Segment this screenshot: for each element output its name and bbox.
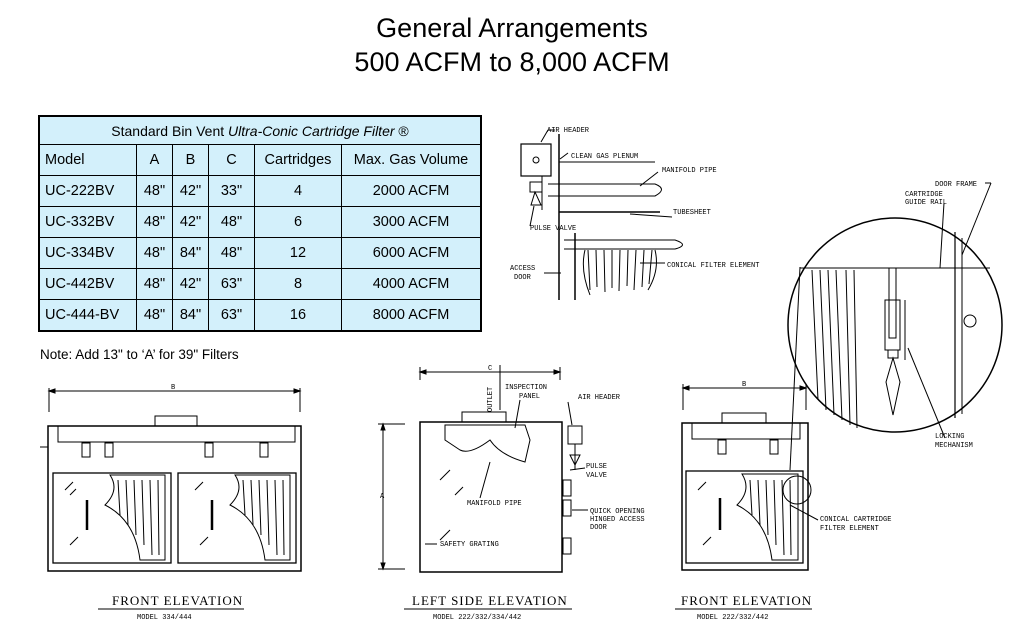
label-tubesheet: TUBESHEET — [673, 209, 711, 217]
header-c: C — [208, 144, 255, 176]
label-door: DOOR — [590, 524, 608, 532]
page-subtitle: 500 ACFM to 8,000 ACFM — [354, 47, 670, 77]
zoom-marker — [782, 475, 812, 505]
caption-italic: Ultra-Conic Cartridge Filter — [228, 122, 395, 139]
cell-a: 48" — [136, 237, 173, 269]
front-elevation-left-drawing — [40, 388, 302, 572]
label-valve: VALVE — [586, 472, 607, 480]
label-inspection: INSPECTION — [505, 384, 547, 392]
cell-c: 63" — [208, 299, 255, 332]
cell-cartridges: 6 — [254, 206, 342, 238]
label-mechanism: MECHANISM — [935, 442, 973, 450]
header-model: Model — [38, 144, 137, 176]
caption-front-left: FRONT ELEVATION — [112, 593, 243, 608]
model-side: MODEL 222/332/334/442 — [433, 614, 521, 622]
cell-b: 84" — [172, 299, 209, 332]
label-conical-filter-element: CONICAL FILTER ELEMENT — [667, 262, 759, 270]
cell-cartridges: 12 — [254, 237, 342, 269]
cell-cartridges: 8 — [254, 268, 342, 300]
cell-gas-volume: 8000 ACFM — [341, 299, 482, 332]
cell-gas-volume: 2000 ACFM — [341, 175, 482, 207]
label-air-header: AIR HEADER — [547, 127, 590, 135]
label-manifold-pipe: MANIFOLD PIPE — [662, 167, 717, 175]
header-gas-volume: Max. Gas Volume — [341, 144, 482, 176]
label-cartridge: CARTRIDGE — [905, 191, 943, 199]
label-locking: LOCKING — [935, 433, 964, 441]
label-door: DOOR — [514, 274, 532, 282]
label-hinged-access: HINGED ACCESS — [590, 516, 645, 524]
header-b: B — [172, 144, 209, 176]
label-filter-element: FILTER ELEMENT — [820, 525, 879, 533]
dim-c: C — [488, 365, 492, 373]
label-side-manifold-pipe: MANIFOLD PIPE — [467, 500, 522, 508]
front-elevation-right-drawing — [681, 384, 809, 571]
cell-model: UC-442BV — [38, 268, 137, 300]
table-header-row: Model A B C Cartridges Max. Gas Volume — [38, 144, 482, 176]
cell-c: 33" — [208, 175, 255, 207]
caption-side: LEFT SIDE ELEVATION — [412, 593, 568, 608]
label-safety-grating: SAFETY GRATING — [440, 541, 499, 549]
cell-model: UC-332BV — [38, 206, 137, 238]
cell-cartridges: 4 — [254, 175, 342, 207]
header-a: A — [136, 144, 173, 176]
locking-detail-drawing — [787, 182, 1003, 521]
filter-note: Note: Add 13" to ‘A’ for 39" Filters — [40, 347, 239, 362]
dim-b-left: B — [171, 384, 175, 392]
model-front-right: MODEL 222/332/442 — [697, 614, 768, 622]
header-cartridges: Cartridges — [254, 144, 342, 176]
left-side-elevation-drawing — [378, 365, 588, 573]
cell-gas-volume: 6000 ACFM — [341, 237, 482, 269]
model-front-left: MODEL 334/444 — [137, 614, 192, 622]
header-detail-drawing — [520, 129, 683, 300]
caption-suffix: ® — [394, 122, 409, 139]
label-side-air-header: AIR HEADER — [578, 394, 621, 402]
label-door-frame: DOOR FRAME — [935, 181, 977, 189]
cell-a: 48" — [136, 175, 173, 207]
page-title: General Arrangements — [376, 13, 648, 43]
label-pulse-valve: PULSE VALVE — [530, 225, 576, 233]
label-guide-rail: GUIDE RAIL — [905, 199, 947, 207]
cell-model: UC-334BV — [38, 237, 137, 269]
label-outlet: OUTLET — [487, 387, 495, 412]
cell-gas-volume: 3000 ACFM — [341, 206, 482, 238]
cell-model: UC-222BV — [38, 175, 137, 207]
dim-a: A — [380, 493, 385, 501]
label-pulse: PULSE — [586, 463, 607, 471]
caption-front-right: FRONT ELEVATION — [681, 593, 812, 608]
cell-gas-volume: 4000 ACFM — [341, 268, 482, 300]
label-clean-gas-plenum: CLEAN GAS PLENUM — [571, 153, 638, 161]
spec-table: Standard Bin Vent Ultra-Conic Cartridge … — [38, 115, 482, 332]
label-panel: PANEL — [519, 393, 540, 401]
caption-prefix: Standard Bin Vent — [111, 122, 229, 139]
dim-b-right: B — [742, 381, 746, 389]
cell-cartridges: 16 — [254, 299, 342, 332]
label-conical-cartridge: CONICAL CARTRIDGE — [820, 516, 891, 524]
label-quick-opening: QUICK OPENING — [590, 508, 645, 516]
label-access: ACCESS — [510, 265, 535, 273]
cell-c: 48" — [208, 206, 255, 238]
